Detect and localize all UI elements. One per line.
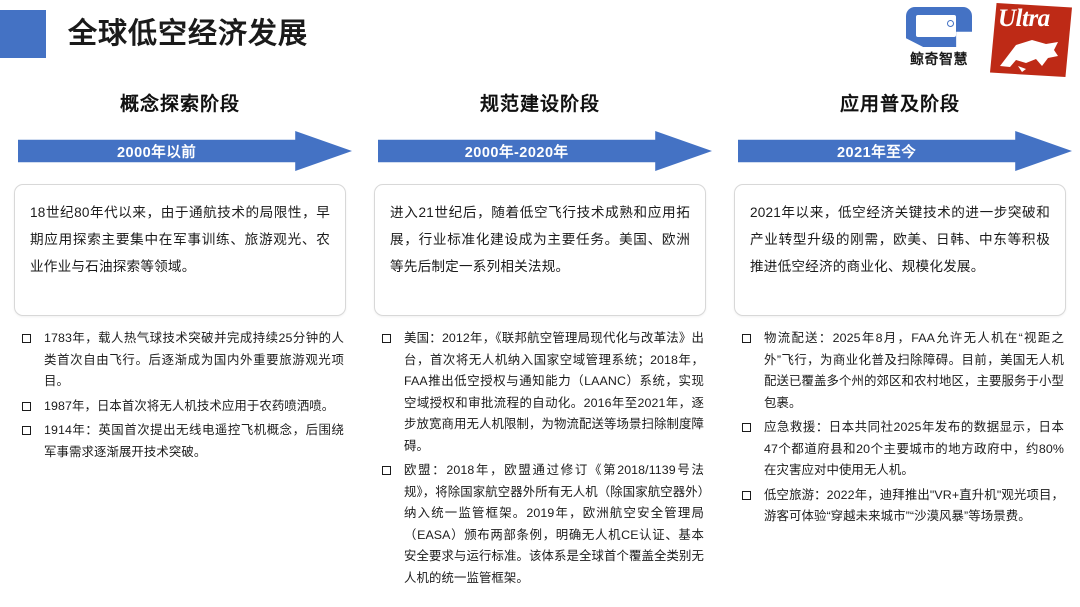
list-item: 低空旅游：2022年，迪拜推出"VR+直升机"观光项目，游客可体验“穿越未来城市… (742, 485, 1064, 528)
square-bullet-icon (742, 490, 751, 500)
phase-arrow-3: 2021年至今 (734, 128, 1072, 174)
ultra-logo: Ultra (990, 3, 1072, 77)
timeline-column-1: 概念探索阶段 2000年以前 18世纪80年代以来，由于通航技术的局限性，早期应… (0, 90, 360, 607)
description-box-3: 2021年以来，低空经济关键技术的进一步突破和产业转型升级的刚需，欧美、日韩、中… (734, 184, 1066, 316)
phase-arrow-1: 2000年以前 (14, 128, 352, 174)
phase-title-3: 应用普及阶段 (839, 94, 960, 115)
square-bullet-icon (382, 466, 391, 475)
list-item: 1987年，日本首次将无人机技术应用于农药喷洒喷。 (22, 396, 344, 418)
square-bullet-icon (22, 401, 31, 411)
jingqi-logo-label: 鲸奇智慧 (910, 51, 968, 67)
bullet-list-2: 美国：2012年，《联邦航空管理局现代化与改革法》出台，首次将无人机纳入国家空域… (374, 328, 706, 589)
list-item: 欧盟：2018年，欧盟通过修订《第2018/1139号法规》，将除国家航空器外所… (382, 460, 704, 589)
list-item: 应急救援：日本共同社2025年发布的数据显示，日本47个都道府县和20个主要城市… (742, 417, 1064, 482)
phase-arrow-2: 2000年-2020年 (374, 128, 712, 174)
phase-title-1: 概念探索阶段 (119, 94, 240, 115)
bullet-list-1: 1783年，载人热气球技术突破并完成持续25分钟的人类首次自由飞行。后逐渐成为国… (14, 328, 346, 463)
description-text-1: 18世纪80年代以来，由于通航技术的局限性，早期应用探索主要集中在军事训练、旅游… (30, 205, 330, 274)
phase-title-2: 规范建设阶段 (479, 94, 600, 115)
description-box-1: 18世纪80年代以来，由于通航技术的局限性，早期应用探索主要集中在军事训练、旅游… (14, 184, 346, 316)
arrow-shape-3: 2021年至今 (738, 131, 1072, 171)
list-item-text: 1783年，载人热气球技术突破并完成持续25分钟的人类首次自由飞行。后逐渐成为国… (44, 331, 344, 388)
square-bullet-icon (742, 334, 751, 343)
bullet-list-3: 物流配送：2025年8月，FAA允许无人机在“视距之外”飞行，为商业化普及扫除障… (734, 328, 1066, 528)
list-item: 1914年：英国首次提出无线电遥控飞机概念，后围绕军事需求逐渐展开技术突破。 (22, 420, 344, 463)
page-title: 全球低空经济发展 (68, 18, 309, 50)
description-box-2: 进入21世纪后，随着低空飞行技术成熟和应用拓展，行业标准化建设成为主要任务。美国… (374, 184, 706, 316)
rhino-icon (1000, 40, 1058, 72)
arrow-shape-2: 2000年-2020年 (378, 131, 712, 171)
phase-period-3: 2021年至今 (836, 144, 917, 161)
list-item-text: 1914年：英国首次提出无线电遥控飞机概念，后围绕军事需求逐渐展开技术突破。 (44, 423, 344, 459)
header-accent-block (0, 10, 46, 58)
square-bullet-icon (22, 426, 31, 435)
timeline-column-2: 规范建设阶段 2000年-2020年 进入21世纪后，随着低空飞行技术成熟和应用… (360, 90, 720, 607)
timeline-column-3: 应用普及阶段 2021年至今 2021年以来，低空经济关键技术的进一步突破和产业… (720, 90, 1080, 607)
list-item: 美国：2012年，《联邦航空管理局现代化与改革法》出台，首次将无人机纳入国家空域… (382, 328, 704, 457)
square-bullet-icon (22, 334, 31, 343)
phase-period-2: 2000年-2020年 (464, 144, 569, 161)
list-item-text: 物流配送：2025年8月，FAA允许无人机在“视距之外”飞行，为商业化普及扫除障… (764, 331, 1064, 410)
list-item-text: 低空旅游：2022年，迪拜推出"VR+直升机"观光项目，游客可体验“穿越未来城市… (764, 487, 1064, 524)
logo-zone: 鲸奇智慧 Ultra (896, 3, 1072, 81)
jingqi-mark-icon (906, 7, 972, 47)
timeline-columns: 概念探索阶段 2000年以前 18世纪80年代以来，由于通航技术的局限性，早期应… (0, 90, 1080, 607)
list-item: 物流配送：2025年8月，FAA允许无人机在“视距之外”飞行，为商业化普及扫除障… (742, 328, 1064, 414)
list-item: 1783年，载人热气球技术突破并完成持续25分钟的人类首次自由飞行。后逐渐成为国… (22, 328, 344, 393)
list-item-text: 应急救援：日本共同社2025年发布的数据显示，日本47个都道府县和20个主要城市… (764, 420, 1064, 477)
list-item-text: 欧盟：2018年，欧盟通过修订《第2018/1139号法规》，将除国家航空器外所… (404, 463, 704, 585)
square-bullet-icon (382, 334, 391, 343)
description-text-3: 2021年以来，低空经济关键技术的进一步突破和产业转型升级的刚需，欧美、日韩、中… (750, 205, 1050, 274)
ultra-logo-label: Ultra (998, 5, 1050, 32)
jingqi-logo: 鲸奇智慧 (896, 3, 982, 69)
description-text-2: 进入21世纪后，随着低空飞行技术成熟和应用拓展，行业标准化建设成为主要任务。美国… (390, 205, 690, 274)
arrow-shape-1: 2000年以前 (18, 131, 352, 171)
list-item-text: 美国：2012年，《联邦航空管理局现代化与改革法》出台，首次将无人机纳入国家空域… (404, 331, 704, 453)
phase-period-1: 2000年以前 (116, 144, 197, 161)
square-bullet-icon (742, 423, 751, 432)
list-item-text: 1987年，日本首次将无人机技术应用于农药喷洒喷。 (44, 398, 335, 413)
